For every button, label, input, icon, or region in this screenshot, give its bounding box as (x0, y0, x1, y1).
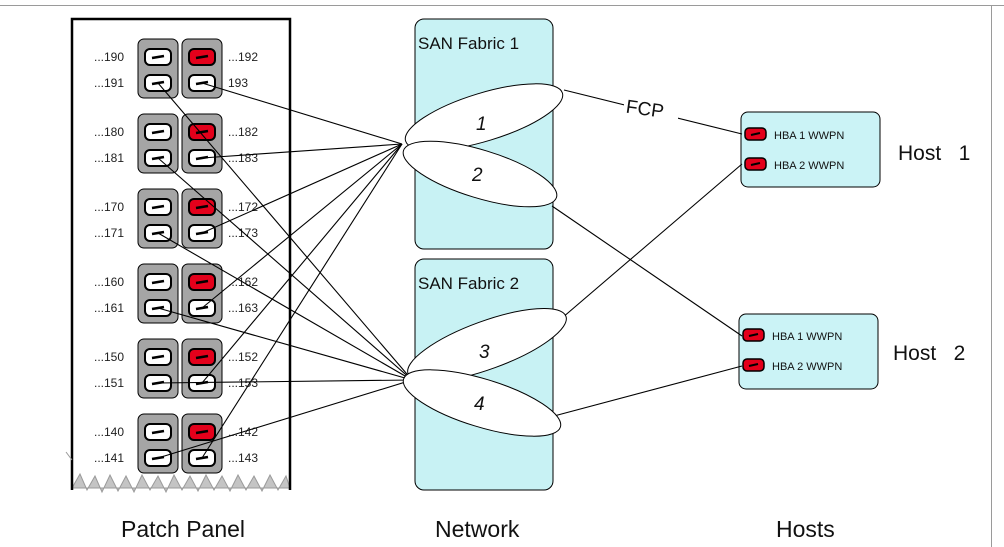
fcp-label-bg (624, 98, 678, 120)
port-label-143: ...143 (228, 451, 258, 465)
port-label-193: 193 (228, 76, 248, 90)
port-label-183: ...183 (228, 151, 258, 165)
cable-12 (157, 379, 413, 459)
patch-panel-frame (70, 17, 292, 490)
hosts-title: Hosts (776, 516, 835, 542)
port-label-181: ...181 (94, 151, 124, 165)
patch-panel: ...190 ...192 ...191 193 ...180 ...182 ...181.… (65, 17, 292, 494)
cable-5 (201, 143, 403, 384)
cable-3 (201, 143, 403, 234)
port-label-180: ...180 (94, 125, 124, 139)
port-182-latch (195, 129, 209, 135)
hosts-area: Host 1 Host 2 HBA 1 WWPN HBA 2 WWPN HBA … (738, 111, 970, 390)
port-162-latch (195, 279, 209, 285)
port-label-182: ...182 (228, 125, 258, 139)
patch-panel-torn-edge (71, 472, 291, 494)
cable-6 (201, 143, 403, 459)
port-label-190: ...190 (94, 50, 124, 64)
port-180-latch (151, 129, 165, 135)
host-2-hba-2-label: HBA 2 WWPN (772, 361, 842, 373)
host-2-title: Host 2 (893, 342, 965, 365)
host-1-hba-1-port-latch (750, 132, 761, 136)
port-172-latch (195, 204, 209, 210)
host-1-hba-2-port-latch (750, 162, 761, 166)
patch-row-1: ...190 ...192 ...191 193 (94, 38, 258, 99)
cable-11 (157, 379, 413, 384)
isl-ellipses: 1 2 3 4 (396, 70, 570, 450)
patch-panel-title: Patch Panel (121, 516, 245, 542)
port-150-latch (151, 354, 165, 360)
host-1-title: Host 1 (898, 142, 970, 165)
hba-ports (742, 127, 767, 372)
cable-8 (157, 157, 413, 381)
isl-1-ellipse[interactable] (399, 70, 570, 164)
cable-2 (201, 143, 403, 159)
port-label-161: ...161 (94, 301, 124, 315)
cable-7 (157, 82, 413, 381)
cable-9 (157, 232, 413, 381)
port-192-latch (195, 54, 209, 60)
host-2-hba-2-port-latch (748, 363, 759, 367)
cable-4 (201, 143, 403, 309)
port-label-172: ...172 (228, 200, 258, 214)
port-label-140: ...140 (94, 425, 124, 439)
network-title: Network (435, 516, 520, 542)
port-142-latch (195, 429, 209, 435)
port-label-150: ...150 (94, 350, 124, 364)
port-140-latch (151, 429, 165, 435)
cable-lines (157, 82, 743, 459)
port-label-192: ...192 (228, 50, 258, 64)
san-fabric-2-title: SAN Fabric 2 (418, 274, 519, 293)
isl-2-label: 2 (471, 165, 483, 186)
port-label-163: ...163 (228, 301, 258, 315)
host-2-hba-1-port-latch (748, 333, 759, 337)
port-170-latch (151, 204, 165, 210)
port-label-153: ...153 (228, 376, 258, 390)
port-label-152: ...152 (228, 350, 258, 364)
port-152-latch (195, 354, 209, 360)
patch-row-2: ...180 ...182 ...181 ...183 (94, 113, 258, 174)
isl-2-ellipse[interactable] (396, 128, 563, 221)
cable-10 (157, 307, 413, 381)
host-2-box[interactable] (738, 313, 879, 390)
port-160-latch (151, 279, 165, 285)
patch-row-6: ...140...142...141...143 (94, 413, 258, 474)
isl-1-label: 1 (476, 114, 487, 135)
port-label-160: ...160 (94, 275, 124, 289)
host-1-box[interactable] (740, 111, 881, 188)
patch-row-5: ...150 ...152 ...151 ...153 (94, 338, 258, 399)
patch-panel-torn-top (65, 451, 73, 461)
port-label-191: ...191 (94, 76, 124, 90)
isl-4-label: 4 (474, 394, 485, 415)
host-2-hba-1-label: HBA 1 WWPN (772, 331, 842, 343)
isl-4-ellipse[interactable] (397, 356, 568, 450)
port-label-170: ...170 (94, 200, 124, 214)
fcp-label: FCP (625, 97, 666, 123)
port-label-141: ...141 (94, 451, 124, 465)
cable-14 (551, 205, 743, 337)
patch-row-4: ...160...162...161...163 (94, 263, 258, 324)
port-190-latch (151, 54, 165, 60)
port-label-151: ...151 (94, 376, 124, 390)
patch-row-3: ...170...172...171...173 (94, 188, 258, 249)
cable-15 (561, 163, 743, 319)
cable-16 (553, 365, 743, 417)
cable-1 (201, 82, 403, 145)
isl-3-label: 3 (479, 342, 490, 363)
port-label-171: ...171 (94, 226, 124, 240)
host-1-hba-2-label: HBA 2 WWPN (774, 160, 844, 172)
san-fabric-1-title: SAN Fabric 1 (418, 34, 519, 53)
host-1-hba-1-label: HBA 1 WWPN (774, 130, 844, 142)
